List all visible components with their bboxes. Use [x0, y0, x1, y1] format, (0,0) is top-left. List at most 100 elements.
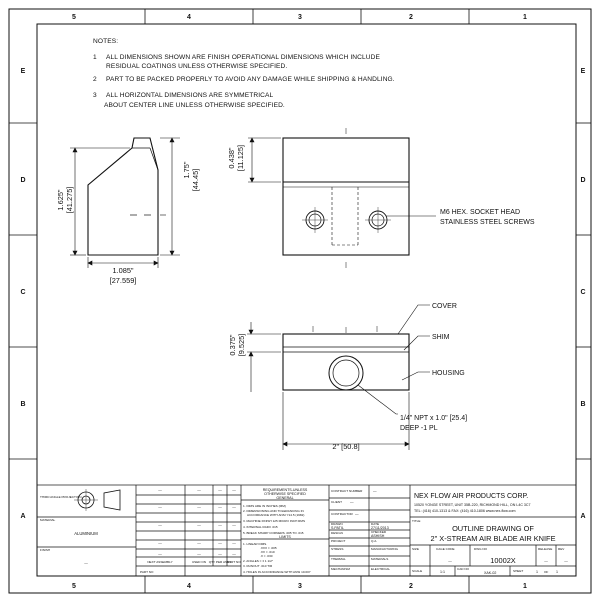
- bottom-width: 2" [50.8]: [332, 442, 359, 451]
- contractor-value: —: [355, 512, 359, 516]
- req-title-2: OTHERWISE SPECIFIED: [264, 492, 306, 496]
- req-5: 5. BREAK SHARP CORNERS .005 TO .015: [243, 531, 304, 535]
- pl-dash: —: [197, 541, 201, 545]
- note-3-line-1: ALL HORIZONTAL DIMENSIONS ARE SYMMETRICA…: [106, 92, 273, 99]
- pl-dash: —: [197, 523, 201, 527]
- pl-dash: —: [232, 552, 236, 556]
- note-2-line-1: PART TO BE PACKED PROPERLY TO AVOID ANY …: [106, 76, 395, 83]
- used-on-label: USED ON: [192, 560, 206, 564]
- zone-row-a-left: A: [20, 513, 25, 520]
- contract-number-label: CONTRACT NUMBER: [331, 489, 363, 493]
- checked-label: CHECKED: [371, 530, 387, 534]
- npt-callout-line-2: DEEP -1 PL: [400, 425, 438, 432]
- side-width-mm: [27.559]: [110, 276, 137, 285]
- bottom-left-mm: [9.525]: [237, 334, 246, 357]
- finish-label: FINISH: [40, 548, 50, 552]
- zone-row-e-left: E: [21, 68, 26, 75]
- note-3-number: 3: [93, 92, 97, 99]
- material-label: MATERIAL: [40, 518, 56, 522]
- req-4: 4. INTERNAL RADII .015: [243, 525, 278, 529]
- dwg-no-value: 10002X: [490, 556, 516, 565]
- checked-value: ASHISH: [371, 534, 385, 538]
- title-block: [36, 484, 577, 577]
- req-linear-c: .X = .030: [260, 554, 273, 558]
- bottom-left-in: 0.375": [228, 334, 237, 355]
- release-label: RELEASE: [538, 547, 552, 551]
- note-2-number: 2: [93, 76, 97, 83]
- zone-col-2-top: 2: [409, 14, 413, 21]
- scale-label: SCALE: [412, 569, 422, 573]
- sheet-label: SHEET: [513, 569, 523, 573]
- rev-label: REV: [558, 547, 565, 551]
- company-address-1: 10520 YONGE STREET, UNIT 35B-220, RICHMO…: [414, 503, 531, 507]
- client-label: CLIENT: [331, 500, 342, 504]
- side-width-in: 1.085": [112, 266, 133, 275]
- pl-dash: —: [197, 488, 201, 492]
- front-top-mm: [11.125]: [236, 145, 245, 171]
- part-no-label: PART NO: [140, 570, 154, 574]
- zone-col-4-top: 4: [187, 14, 191, 21]
- side-height-mm: [41.275]: [65, 187, 74, 214]
- size-label: SIZE: [412, 547, 419, 551]
- bottom-view-dims: 0.375" [9.525] COVER SHIM HOUSING 1/4" N…: [228, 303, 467, 451]
- scale-value: 1:1: [440, 570, 445, 574]
- shim-label: SHIM: [432, 334, 450, 341]
- pl-dash: —: [197, 505, 201, 509]
- npt-port-inner: [332, 359, 360, 387]
- zone-row-c-right: C: [580, 289, 585, 296]
- housing-label: HOUSING: [432, 370, 465, 377]
- manufacturing-label: MANUFACTURING: [371, 547, 399, 551]
- req-general: GENERAL: [276, 496, 293, 500]
- third-angle-label: THIRD ANGLE PROJECTION: [40, 495, 81, 499]
- cage-code-label: CAGE CODE: [436, 547, 455, 551]
- zone-col-3-bottom: 3: [298, 583, 302, 590]
- pl-dash: —: [218, 552, 222, 556]
- note-1-line-2: RESIDUAL COATINGS UNLESS OTHERWISE SPECI…: [106, 63, 287, 70]
- pl-dash: —: [218, 488, 222, 492]
- req-2b: ACCORDANCE WITH ANSI Y14.5 (1982): [247, 513, 304, 517]
- req-linear-b: .XX = .010: [260, 550, 275, 554]
- zone-row-c-left: C: [20, 289, 25, 296]
- zone-col-1-top: 1: [523, 14, 527, 21]
- pl-dash: —: [158, 541, 162, 545]
- title-block-text: THIRD ANGLE PROJECTION MATERIAL ALUMINIU…: [40, 488, 568, 575]
- req-1: 1. DIMS ARE IN INCHES (MM): [243, 504, 286, 508]
- pl-dash: —: [232, 541, 236, 545]
- design-label: DESIGN: [331, 531, 343, 535]
- pl-dash: —: [218, 505, 222, 509]
- side-height-in: 1.625": [56, 189, 65, 210]
- zone-row-d-left: D: [20, 177, 25, 184]
- pl-dash: —: [218, 541, 222, 545]
- sheet-number: 1: [536, 570, 538, 574]
- pl-dash: —: [158, 505, 162, 509]
- req-title-1: REQUIREMENTS-UNLESS: [263, 488, 308, 492]
- materials-label: MATERIALS: [371, 557, 388, 561]
- req-holes: 4. HOLES IN ACCORDANCE WITH ANSI 10.007: [243, 570, 311, 574]
- req-angles: 2. ANGLES = ± 1 1/2°: [243, 559, 274, 563]
- part-no-2-label: PART NO: [227, 560, 241, 564]
- pl-dash: —: [232, 488, 236, 492]
- zone-ticks: [9, 9, 591, 593]
- company-name: NEX FLOW AIR PRODUCTS CORP.: [414, 493, 528, 500]
- cover-label: COVER: [432, 303, 457, 310]
- drawn-label: DRAWN: [331, 522, 343, 526]
- drawn-value: S.PATIL: [331, 526, 344, 530]
- note-1-number: 1: [93, 54, 97, 61]
- side-inner-mm: [44.45]: [191, 169, 200, 192]
- req-2: 2. DIMENSIONING AND TOLERANCING IN: [243, 509, 304, 513]
- material-value: ALUMINIUM: [74, 531, 98, 536]
- pl-dash: —: [158, 523, 162, 527]
- notes-title: NOTES:: [93, 38, 118, 45]
- cage-code-value: —: [448, 559, 452, 563]
- sheet-total: 1: [556, 570, 558, 574]
- zone-row-b-left: B: [20, 401, 25, 408]
- req-limits: LIMITS: [279, 535, 291, 539]
- zone-col-5-bottom: 5: [72, 583, 76, 590]
- side-view-dims: 1.625" [41.275] 1.75" [44.45] 1.085" [27…: [56, 161, 200, 285]
- front-view-dims: 0.438" [11.125] M6 HEX. SOCKET HEAD STAI…: [227, 145, 535, 226]
- req-3: 3. MACHINE FINISH 125 MICRO INCH RMS: [243, 519, 305, 523]
- dwg-no-label: DWG NO: [474, 547, 488, 551]
- company-address-2: TEL: (416) 410-1313 & FAX: (416) 410-180…: [414, 509, 515, 513]
- release-value: —: [544, 559, 548, 563]
